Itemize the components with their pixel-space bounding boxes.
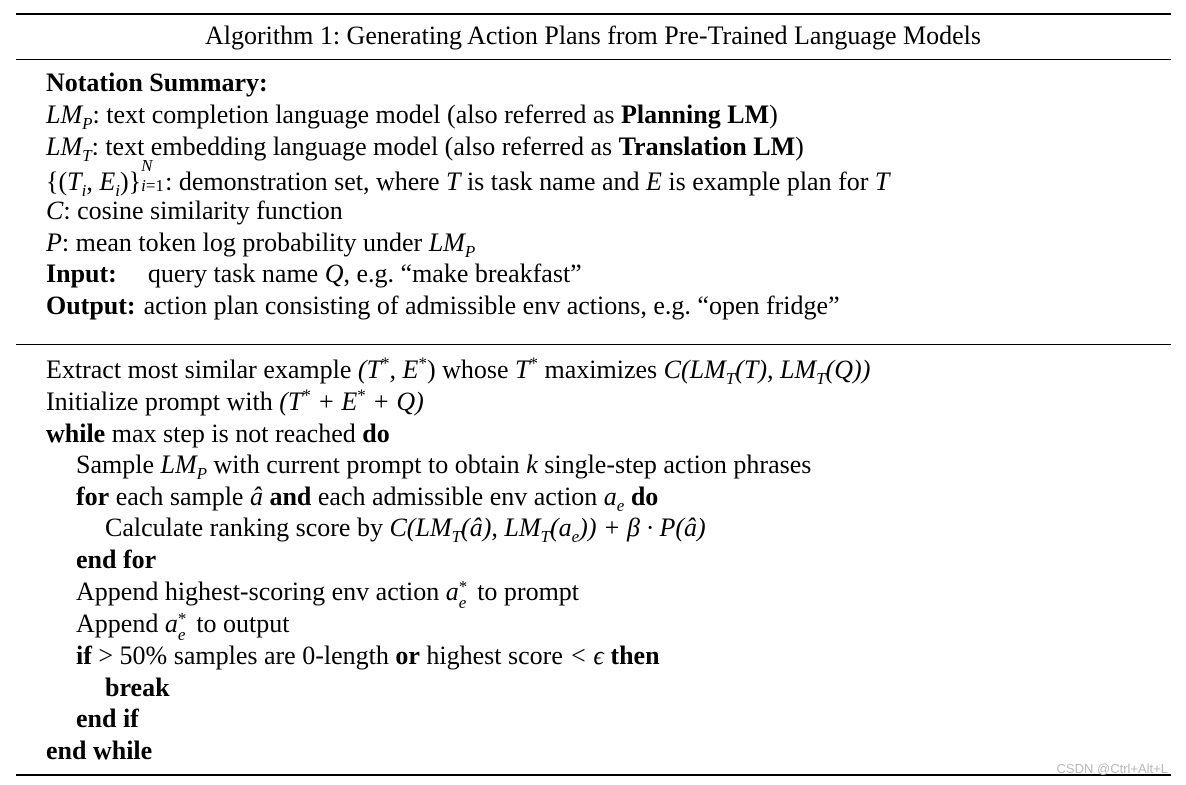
alg-line-append-output: Append a*e to output [76, 609, 290, 644]
notation-translation-lm: LMT: text embedding language model (also… [46, 132, 804, 166]
notation-probability: P: mean token log probability under LMP [46, 228, 476, 262]
alg-line-end-for: end for [76, 545, 157, 574]
notation-output: Output:action plan consisting of admissi… [46, 291, 840, 320]
alg-line-initialize: Initialize prompt with (T* + E* + Q) [46, 385, 424, 416]
alg-line-end-while: end while [46, 736, 153, 765]
alg-line-sample: Sample LMP with current prompt to obtain… [76, 450, 812, 484]
title-rule [16, 59, 1171, 60]
alg-line-calculate: Calculate ranking score by C(LMT(â), LMT… [105, 513, 706, 547]
notation-heading: Notation Summary: [46, 68, 268, 97]
alg-line-if: if > 50% samples are 0-length or highest… [76, 641, 660, 670]
top-rule [16, 13, 1171, 15]
notation-planning-lm: LMP: text completion language model (als… [46, 100, 778, 134]
notation-input: Input:query task name Q, e.g. “make brea… [46, 259, 582, 288]
alg-line-for: for each sample â and each admissible en… [76, 482, 659, 516]
section-rule [16, 344, 1171, 345]
alg-line-append-prompt: Append highest-scoring env action a*e to… [76, 577, 580, 612]
alg-line-extract: Extract most similar example (T*, E*) wh… [46, 353, 871, 389]
watermark: CSDN @Ctrl+Alt+L [1056, 761, 1168, 776]
alg-line-break: break [105, 673, 170, 702]
alg-line-end-if: end if [76, 704, 139, 733]
notation-cosine: C: cosine similarity function [46, 196, 343, 225]
bottom-rule [16, 774, 1171, 776]
alg-line-while: while max step is not reached do [46, 419, 390, 448]
algorithm-title: Algorithm 1: Generating Action Plans fro… [204, 21, 981, 50]
